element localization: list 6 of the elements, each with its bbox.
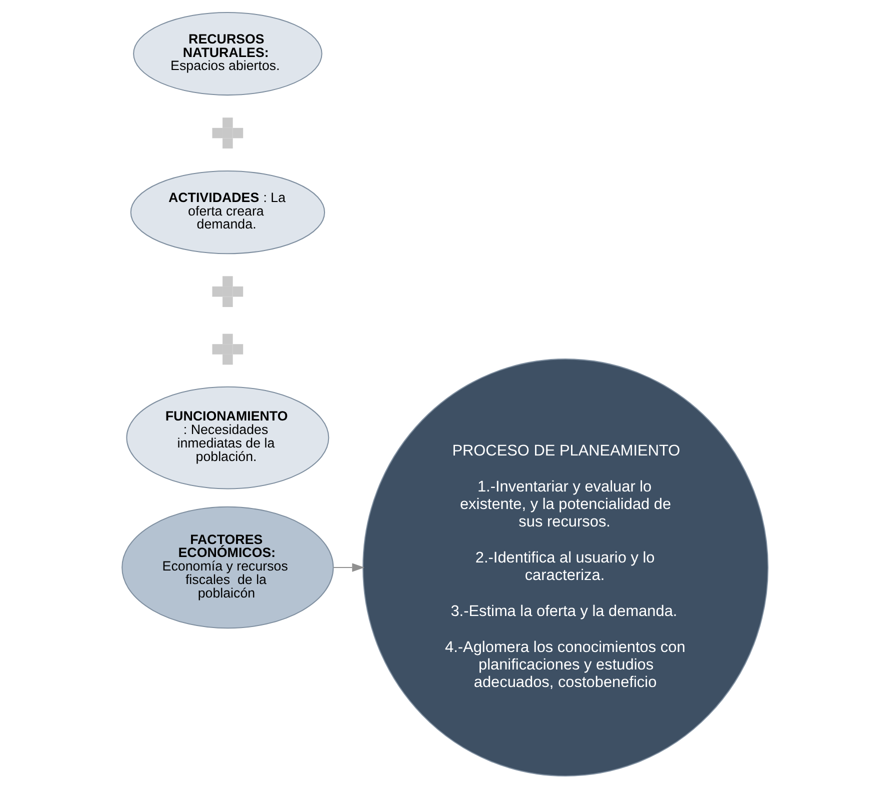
node-ellipse: FUNCIONAMIENTO : Necesidades inmediatas de la población.	[126, 386, 329, 490]
arrow	[333, 563, 364, 572]
node-ellipse: FACTORES ECONÓMICOS: Economía y recursos fiscales de la poblaicón	[121, 506, 334, 629]
node-circle: PROCESO DE PLANEAMIENTO 1.-Inventariar y evaluar lo existente, y la potencialidad de sus recursos. 2.-Identifica al usuario y lo caracteriza. 3.-Estima la oferta y la demanda. 4.-Aglomera los conocimientos con planificaciones y estudios adecuados, costobeneficio	[362, 358, 768, 776]
node-ellipse: RECURSOS NATURALES: Espacios abiertos.	[132, 12, 322, 96]
node-ellipse: ACTIVIDADES: La oferta creara demanda.	[130, 170, 325, 254]
